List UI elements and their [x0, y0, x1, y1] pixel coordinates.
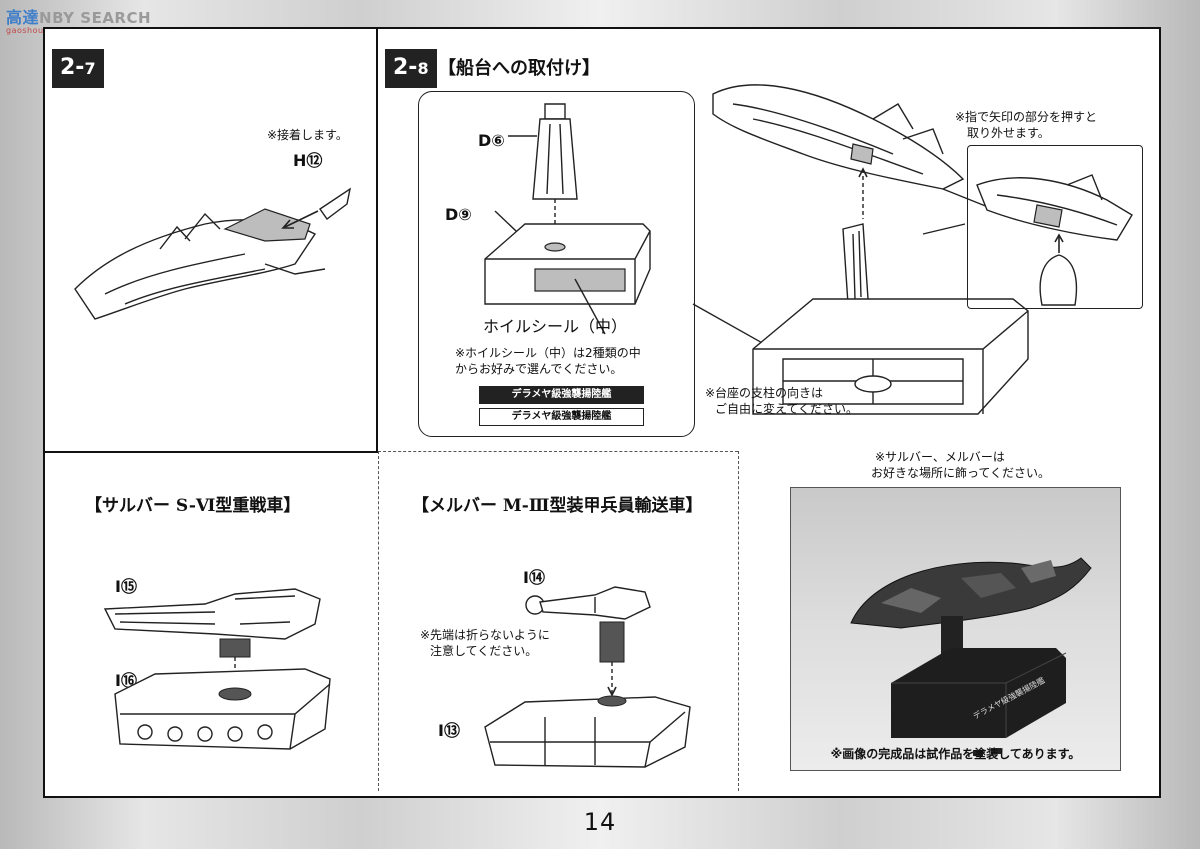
watermark-text: NBY SEARCH: [39, 9, 152, 27]
part-i15-label: I⑮: [115, 577, 137, 596]
stand-parts-illustration: [484, 103, 651, 335]
step-2-8-badge: 2-8: [385, 49, 437, 88]
display-note-line2: お好きな場所に飾ってください。: [871, 466, 1051, 480]
assembled-stand-illustration: [692, 84, 1029, 415]
pillar-note-line2: ご自由に変えてください。: [715, 402, 859, 416]
page-number: 14: [583, 808, 617, 836]
step-2-7-ship-illustration: [74, 187, 352, 320]
photo-disclaimer: ※画像の完成品は試作品を塗装してあります。: [830, 747, 1081, 761]
step-2-8-title: 【船台への取付け】: [438, 58, 600, 79]
dashed-divider-left: [378, 451, 379, 791]
melba-section-title: 【メルバー M-Ⅲ型装甲兵員輸送車】: [412, 496, 703, 516]
salba-section-title: 【サルバー S-Ⅵ型重戦車】: [85, 496, 301, 516]
melba-carrier-illustration: [484, 586, 691, 768]
salba-tank-illustration: [103, 588, 331, 750]
release-note-line2: 取り外せます。: [967, 126, 1050, 140]
dashed-divider-horizontal: [378, 451, 738, 452]
part-h12-label: H⑫: [293, 151, 323, 170]
tip-note-line2: 注意してください。: [430, 644, 538, 658]
part-i14-label: I⑭: [523, 568, 545, 587]
foil-sticker-note-line2: からお好みで選んでください。: [455, 362, 623, 376]
part-i13-label: I⑬: [438, 721, 460, 740]
divider-horizontal: [45, 451, 378, 453]
release-detail-inset: [967, 145, 1143, 309]
step-2-7-glue-note: ※接着します。: [267, 128, 348, 142]
finished-model-image: [850, 557, 1092, 756]
finished-model-photo: デラメヤ級強襲揚陸艦 ※画像の完成品は試作品を塗装してあります。: [790, 487, 1121, 771]
step-2-8-major: 2-: [393, 55, 418, 80]
tip-note-line1: ※先端は折らないように: [420, 628, 550, 642]
watermark: 高達NBY SEARCH gaoshou.net: [6, 4, 151, 35]
foil-label-light: デラメヤ級強襲揚陸艦: [479, 408, 644, 426]
foil-label-dark: デラメヤ級強襲揚陸艦: [479, 386, 644, 404]
instruction-page: 2-7 ※接着します。 H⑫ 2-8 【船台への取付け】 D⑥ D⑨ ホイルシー…: [43, 27, 1161, 798]
part-d6-label: D⑥: [478, 131, 505, 150]
step-2-7-badge: 2-7: [52, 49, 104, 88]
display-note-line1: ※サルバー、メルバーは: [875, 450, 1005, 464]
dashed-divider-right: [738, 451, 739, 791]
foil-sticker-note-line1: ※ホイルシール（中）は2種類の中: [455, 346, 641, 360]
release-note-line1: ※指で矢印の部分を押すと: [955, 110, 1098, 124]
foil-sticker-title: ホイルシール（中）: [483, 317, 628, 336]
divider-vertical: [376, 29, 378, 451]
step-2-7-major: 2-: [60, 55, 85, 80]
part-d9-label: D⑨: [445, 205, 472, 224]
step-2-8-minor: 8: [417, 59, 429, 78]
watermark-subtext: gaoshou.net: [6, 26, 62, 35]
pillar-note-line1: ※台座の支柱の向きは: [705, 386, 824, 400]
stand-parts-callout: [418, 91, 695, 437]
watermark-logo: 高達: [6, 8, 40, 27]
release-detail-illustration: [976, 174, 1133, 306]
step-2-7-minor: 7: [84, 59, 96, 78]
